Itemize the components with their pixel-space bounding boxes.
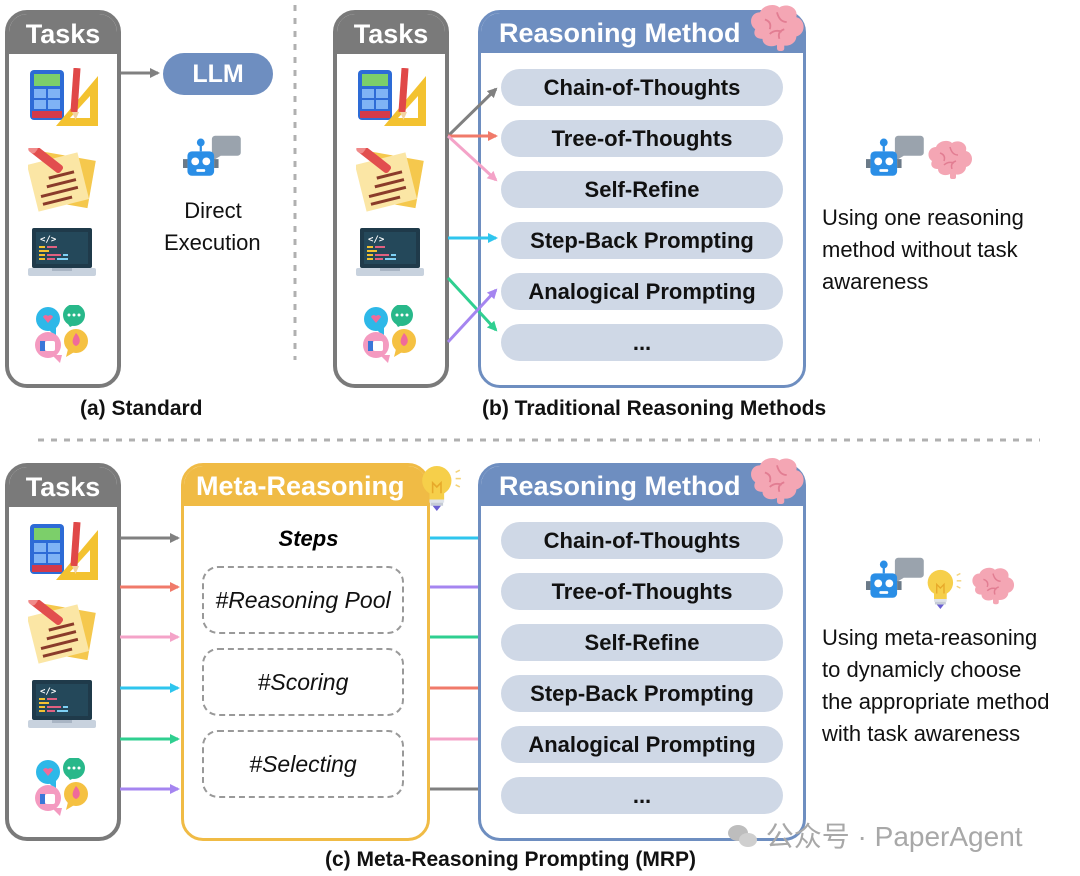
- robot-icon: [866, 134, 925, 177]
- meta-reasoning-title: Meta-Reasoning: [184, 466, 427, 506]
- description-line: Using meta-reasoning: [822, 625, 1038, 650]
- panel-b-arrows: [446, 87, 498, 344]
- direct-label: Direct: [184, 198, 242, 223]
- description-line: Using one reasoning: [822, 205, 1024, 230]
- chat-bubbles-icon: [35, 305, 88, 363]
- calculator-ruler-icon: [30, 522, 98, 580]
- execution-label: Execution: [164, 230, 261, 255]
- method-pill: Chain-of-Thoughts: [501, 522, 783, 559]
- laptop-code-icon: [356, 228, 424, 276]
- llm-node: LLM: [163, 53, 273, 95]
- notes-pencil-icon: [28, 148, 98, 214]
- method-pill: Tree-of-Thoughts: [501, 573, 783, 610]
- description-line: with task awareness: [822, 721, 1021, 746]
- method-pill: Analogical Prompting: [501, 726, 783, 763]
- panel-c-description: Using meta-reasoning to dynamicly choose…: [822, 622, 1080, 750]
- chat-bubbles-icon: [35, 758, 88, 816]
- step-selecting: #Selecting: [202, 730, 404, 798]
- brain-icon: [971, 566, 1015, 605]
- lightbulb-icon: [926, 569, 962, 610]
- watermark-text: 公众号 · PaperAgent: [765, 821, 1023, 852]
- description-line: method without task: [822, 237, 1018, 262]
- lightbulb-icon: [421, 465, 462, 512]
- description-line: the appropriate method: [822, 689, 1050, 714]
- panel-b-reasoning-method-box: Reasoning Method Chain-of-Thoughts Tree-…: [478, 10, 806, 388]
- arrow: [446, 288, 498, 344]
- panel-c-tasks-box: Tasks: [5, 463, 121, 841]
- panel-c-reasoning-method-box: Reasoning Method Chain-of-Thoughts Tree-…: [478, 463, 806, 841]
- arrow: [446, 276, 498, 332]
- brain-icon: [750, 457, 805, 505]
- arrow: [446, 134, 498, 182]
- panel-c-input-arrows: [120, 533, 180, 794]
- meta-reasoning-box: Meta-Reasoning Steps #Reasoning Pool #Sc…: [181, 463, 430, 841]
- method-pill: Self-Refine: [501, 171, 783, 208]
- method-pill: Self-Refine: [501, 624, 783, 661]
- caption-a: (a) Standard: [80, 397, 203, 420]
- watermark: 公众号 · PaperAgent: [728, 815, 1023, 855]
- brain-icon: [750, 4, 805, 52]
- chat-bubbles-icon: [363, 305, 416, 363]
- tasks-title: Tasks: [9, 467, 117, 507]
- step-scoring: #Scoring: [202, 648, 404, 716]
- description-line: awareness: [822, 269, 929, 294]
- laptop-code-icon: [28, 228, 96, 276]
- panel-b-description: Using one reasoning method without task …: [822, 202, 1072, 298]
- description-line: to dynamicly choose: [822, 657, 1022, 682]
- reasoning-method-title: Reasoning Method: [481, 13, 803, 53]
- method-pill: ...: [501, 777, 783, 814]
- steps-title: Steps: [278, 526, 339, 551]
- caption-b: (b) Traditional Reasoning Methods: [482, 397, 827, 420]
- tasks-title: Tasks: [9, 14, 117, 54]
- wechat-icon: [728, 825, 758, 849]
- reasoning-method-title: Reasoning Method: [481, 466, 803, 506]
- notes-pencil-icon: [356, 148, 426, 214]
- panel-a-arrow: [121, 68, 160, 78]
- arrow: [446, 87, 498, 138]
- method-pill: ...: [501, 324, 783, 361]
- direct-execution-label: Direct Execution: [164, 195, 261, 259]
- caption-c: (c) Meta-Reasoning Prompting (MRP): [325, 848, 696, 871]
- brain-icon: [927, 140, 973, 180]
- method-pill: Analogical Prompting: [501, 273, 783, 310]
- robot-icon: [183, 134, 242, 177]
- robot-icon: [866, 556, 925, 599]
- laptop-code-icon: [28, 680, 96, 728]
- method-pill: Tree-of-Thoughts: [501, 120, 783, 157]
- method-pill: Step-Back Prompting: [501, 222, 783, 259]
- method-pill: Step-Back Prompting: [501, 675, 783, 712]
- tasks-title: Tasks: [337, 14, 445, 54]
- notes-pencil-icon: [28, 600, 98, 666]
- method-pill: Chain-of-Thoughts: [501, 69, 783, 106]
- calculator-ruler-icon: [358, 68, 426, 126]
- step-reasoning-pool: #Reasoning Pool: [202, 566, 404, 634]
